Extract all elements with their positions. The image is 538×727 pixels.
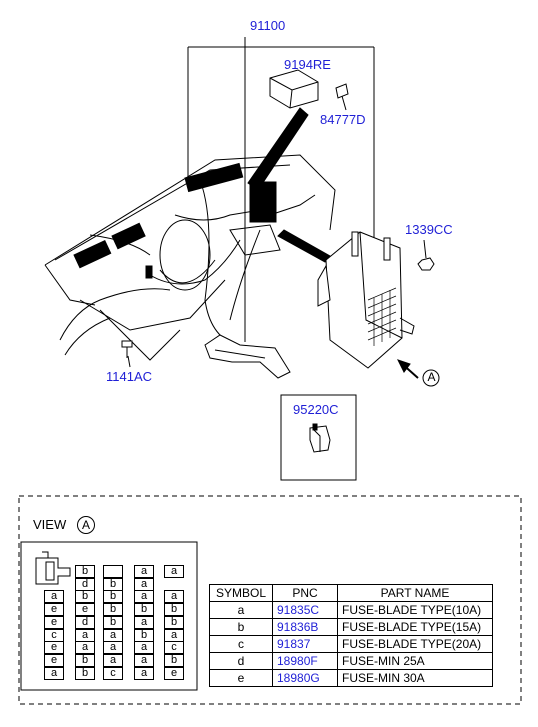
table-row: c 91837 FUSE-BLADE TYPE(20A) xyxy=(209,635,493,653)
parts-table-header: SYMBOL PNC PART NAME xyxy=(209,584,493,602)
fuse-slot: b xyxy=(164,615,184,629)
table-row: b 91836B FUSE-BLADE TYPE(15A) xyxy=(209,618,493,636)
fuse-slot: a xyxy=(103,641,123,655)
fuse-slot: a xyxy=(134,590,154,604)
symbol-cell: d xyxy=(209,652,273,670)
symbol-cell: a xyxy=(209,601,273,619)
pnc-cell[interactable]: 91835C xyxy=(272,601,338,619)
fuse-slot: b xyxy=(134,628,154,642)
symbol-cell: b xyxy=(209,618,273,636)
table-row: e 18980G FUSE-MIN 30A xyxy=(209,669,493,687)
callout-1141ac: 1141AC xyxy=(106,369,153,384)
header-symbol: SYMBOL xyxy=(209,584,273,602)
callout-95220c: 95220C xyxy=(293,402,339,417)
fuse-slot: a xyxy=(134,565,154,578)
fuse-slot: d xyxy=(75,615,95,629)
fuse-slot: b xyxy=(103,603,123,617)
fuse-slot: a xyxy=(134,641,154,655)
fuse-slot: a xyxy=(164,590,184,604)
part-name-cell: FUSE-BLADE TYPE(10A) xyxy=(337,601,493,619)
view-title: VIEW xyxy=(33,517,67,532)
fuse-slot: c xyxy=(103,666,123,680)
fuse-slot: e xyxy=(164,666,184,680)
parts-table: SYMBOL PNC PART NAME a 91835C FUSE-BLADE… xyxy=(209,584,493,687)
fuse-slot: e xyxy=(44,603,64,617)
fuse-slot: e xyxy=(44,653,64,667)
fuse-slot: a xyxy=(44,666,64,680)
callout-84777d: 84777D xyxy=(320,112,366,127)
fuse-slot: b xyxy=(75,653,95,667)
fuse-slot: b xyxy=(75,666,95,680)
header-pnc: PNC xyxy=(272,584,338,602)
fuse-slot: a xyxy=(134,577,154,591)
fuse-slot: a xyxy=(134,653,154,667)
part-name-cell: FUSE-BLADE TYPE(20A) xyxy=(337,635,493,653)
view-marker-circle: A xyxy=(77,516,95,534)
fuse-slot: a xyxy=(75,641,95,655)
fuse-slot xyxy=(103,565,123,578)
view-marker-arrow-label: A xyxy=(427,370,436,384)
part-name-cell: FUSE-MIN 30A xyxy=(337,669,493,687)
fuse-slot: b xyxy=(134,603,154,617)
callout-9194re: 9194RE xyxy=(284,57,331,72)
fuse-slot: a xyxy=(134,666,154,680)
fuse-slot: a xyxy=(164,628,184,642)
part-name-cell: FUSE-BLADE TYPE(15A) xyxy=(337,618,493,636)
table-row: a 91835C FUSE-BLADE TYPE(10A) xyxy=(209,601,493,619)
fuse-slot: c xyxy=(164,641,184,655)
pnc-cell[interactable]: 91836B xyxy=(272,618,338,636)
fuse-slot: b xyxy=(75,565,95,578)
callout-91100: 91100 xyxy=(250,18,286,33)
pnc-cell[interactable]: 91837 xyxy=(272,635,338,653)
pnc-cell[interactable]: 18980F xyxy=(272,652,338,670)
symbol-cell: e xyxy=(209,669,273,687)
fuse-slot: b xyxy=(103,615,123,629)
fuse-slot: a xyxy=(164,565,184,578)
fuse-slot: a xyxy=(103,628,123,642)
fuse-slot: b xyxy=(103,577,123,591)
fuse-slot: a xyxy=(75,628,95,642)
part-name-cell: FUSE-MIN 25A xyxy=(337,652,493,670)
pnc-cell[interactable]: 18980G xyxy=(272,669,338,687)
callout-1339cc: 1339CC xyxy=(405,222,453,237)
fuse-slot: b xyxy=(75,590,95,604)
symbol-cell: c xyxy=(209,635,273,653)
fuse-slot: e xyxy=(75,603,95,617)
fuse-slot: d xyxy=(75,577,95,591)
header-part-name: PART NAME xyxy=(337,584,493,602)
fuse-slot: a xyxy=(44,590,64,604)
fuse-slot: b xyxy=(164,653,184,667)
fuse-slot: c xyxy=(44,628,64,642)
fuse-slot: b xyxy=(164,603,184,617)
fuse-slot: a xyxy=(134,615,154,629)
table-row: d 18980F FUSE-MIN 25A xyxy=(209,652,493,670)
fuse-slot: e xyxy=(44,641,64,655)
fuse-slot: b xyxy=(103,590,123,604)
fuse-slot: e xyxy=(44,615,64,629)
fuse-slot: a xyxy=(103,653,123,667)
